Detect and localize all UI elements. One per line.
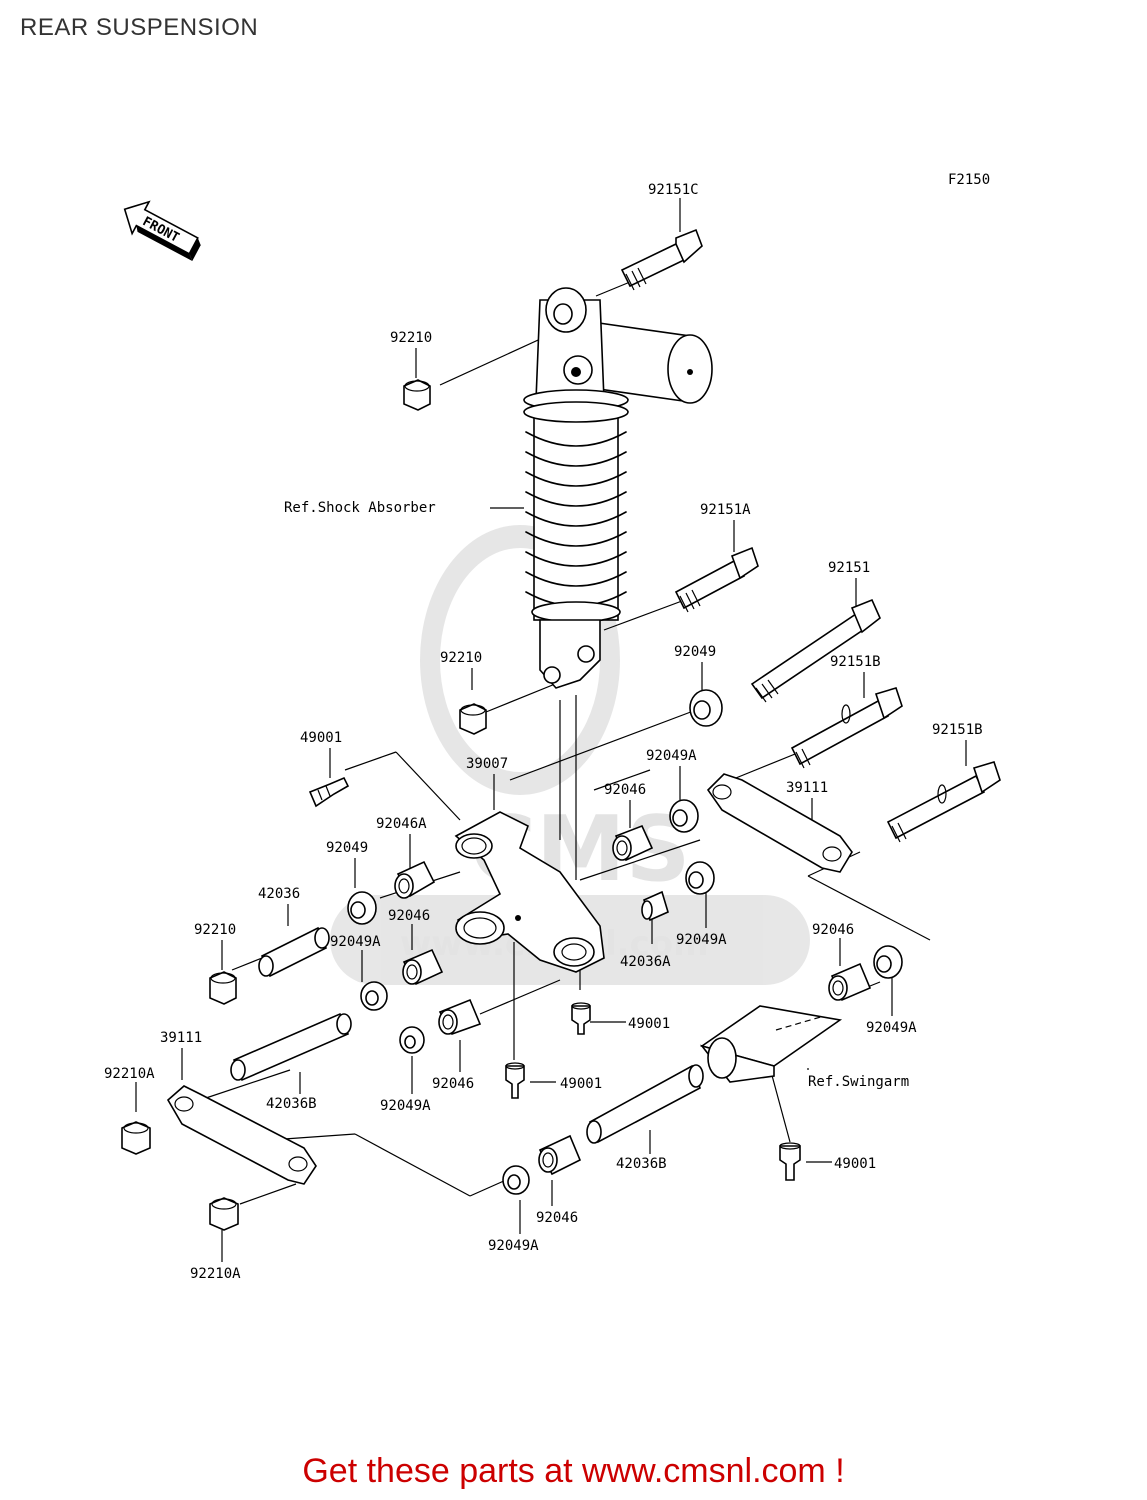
label-92046-far-right: 92046	[812, 922, 854, 938]
footer-parts-link[interactable]: Get these parts at www.cmsnl.com !	[302, 1452, 845, 1490]
label-92046-bottom: 92046	[536, 1210, 578, 1226]
label-92210-mid: 92210	[440, 650, 482, 666]
bolt-92151c	[620, 228, 703, 291]
label-92049a-bottom-mid: 92049A	[380, 1098, 431, 1114]
part-labels: 92151C 92210 Ref.Shock Absorber 92151A 9…	[104, 182, 983, 1282]
bearing-92046-left	[402, 948, 444, 986]
label-92046-mid: 92046	[604, 782, 646, 798]
collar-42036	[258, 926, 330, 978]
label-92151b-1: 92151B	[830, 654, 881, 670]
seal-92049a-mid	[685, 861, 715, 895]
figure-code: F2150	[948, 172, 990, 188]
nut-92210a-bottom	[209, 1197, 239, 1231]
bolt-92151	[750, 598, 881, 703]
label-92151b-2: 92151B	[932, 722, 983, 738]
label-ref-shock-absorber: Ref.Shock Absorber	[284, 500, 436, 516]
label-92049a-right: 92049A	[646, 748, 697, 764]
front-arrow-icon: FRONT	[123, 200, 201, 262]
nut-92210a-top	[121, 1121, 151, 1155]
label-92049a-mid: 92049A	[676, 932, 727, 948]
page-title: REAR SUSPENSION	[20, 14, 259, 41]
label-92049a-bottom: 92049A	[488, 1238, 539, 1254]
label-49001-bottom-right: 49001	[834, 1156, 876, 1172]
label-ref-swingarm: Ref.Swingarm	[808, 1074, 909, 1090]
grease-nipple-49001-top	[308, 776, 350, 808]
bolt-92151b-upper	[790, 687, 903, 769]
bearing-92046a	[394, 860, 436, 899]
label-92210-left: 92210	[194, 922, 236, 938]
label-42036: 42036	[258, 886, 300, 902]
label-92046-bottom-mid: 92046	[432, 1076, 474, 1092]
label-92210a-top: 92210A	[104, 1066, 155, 1082]
grease-nipple-49001-mid	[571, 1002, 591, 1035]
grease-nipple-49001-bottom-right	[779, 1142, 801, 1181]
label-92049-right: 92049	[674, 644, 716, 660]
bearing-92046-bottom-mid	[438, 998, 482, 1035]
nut-92210-mid	[459, 703, 487, 735]
shock-absorber	[523, 287, 713, 689]
label-92049-left: 92049	[326, 840, 368, 856]
collar-42036a	[641, 890, 669, 922]
seal-92049-left	[347, 891, 377, 925]
label-92210-top: 92210	[390, 330, 432, 346]
parts-diagram: CMS www.cmsnl.com FRONT F2150	[104, 172, 1001, 1282]
label-92151c: 92151C	[648, 182, 699, 198]
seal-92049-right	[689, 689, 723, 727]
label-49001-low: 49001	[560, 1076, 602, 1092]
nut-92210-left	[209, 971, 237, 1005]
tie-rod-39111-left	[166, 1085, 317, 1185]
leader-lines	[135, 198, 967, 1262]
bolt-92151b-lower	[886, 761, 1001, 843]
collar-42036b-right	[586, 1064, 704, 1144]
label-39007: 39007	[466, 756, 508, 772]
swingarm-reference	[699, 1005, 843, 1083]
label-42036b-right: 42036B	[616, 1156, 667, 1172]
grease-nipple-49001-low	[505, 1062, 525, 1099]
rocker-arm-39007	[454, 811, 605, 973]
bearing-92046-far-right	[828, 962, 872, 1002]
label-39111-left: 39111	[160, 1030, 202, 1046]
seal-92049a-right	[669, 799, 699, 833]
label-49001-top: 49001	[300, 730, 342, 746]
label-92151a: 92151A	[700, 502, 751, 518]
label-92049a-far-right: 92049A	[866, 1020, 917, 1036]
label-39111-right: 39111	[786, 780, 828, 796]
tie-rod-39111-right	[706, 773, 853, 873]
seal-92049a-left	[360, 981, 388, 1011]
label-92046a: 92046A	[376, 816, 427, 832]
nut-92210-top	[403, 379, 431, 411]
collar-42036b-left	[230, 1012, 352, 1082]
seal-92049a-far-right	[873, 945, 903, 979]
label-92049a-left: 92049A	[330, 934, 381, 950]
bolt-92151a	[674, 546, 759, 613]
seal-92049a-bottom	[502, 1165, 530, 1195]
label-92046-left: 92046	[388, 908, 430, 924]
seal-92049a-bottom-mid	[399, 1026, 425, 1054]
label-42036b-left: 42036B	[266, 1096, 317, 1112]
bearing-92046-bottom	[538, 1134, 582, 1176]
label-92210a-bottom: 92210A	[190, 1266, 241, 1282]
label-49001-mid: 49001	[628, 1016, 670, 1032]
label-42036a: 42036A	[620, 954, 671, 970]
bearing-92046-mid	[612, 824, 654, 862]
label-92151: 92151	[828, 560, 870, 576]
